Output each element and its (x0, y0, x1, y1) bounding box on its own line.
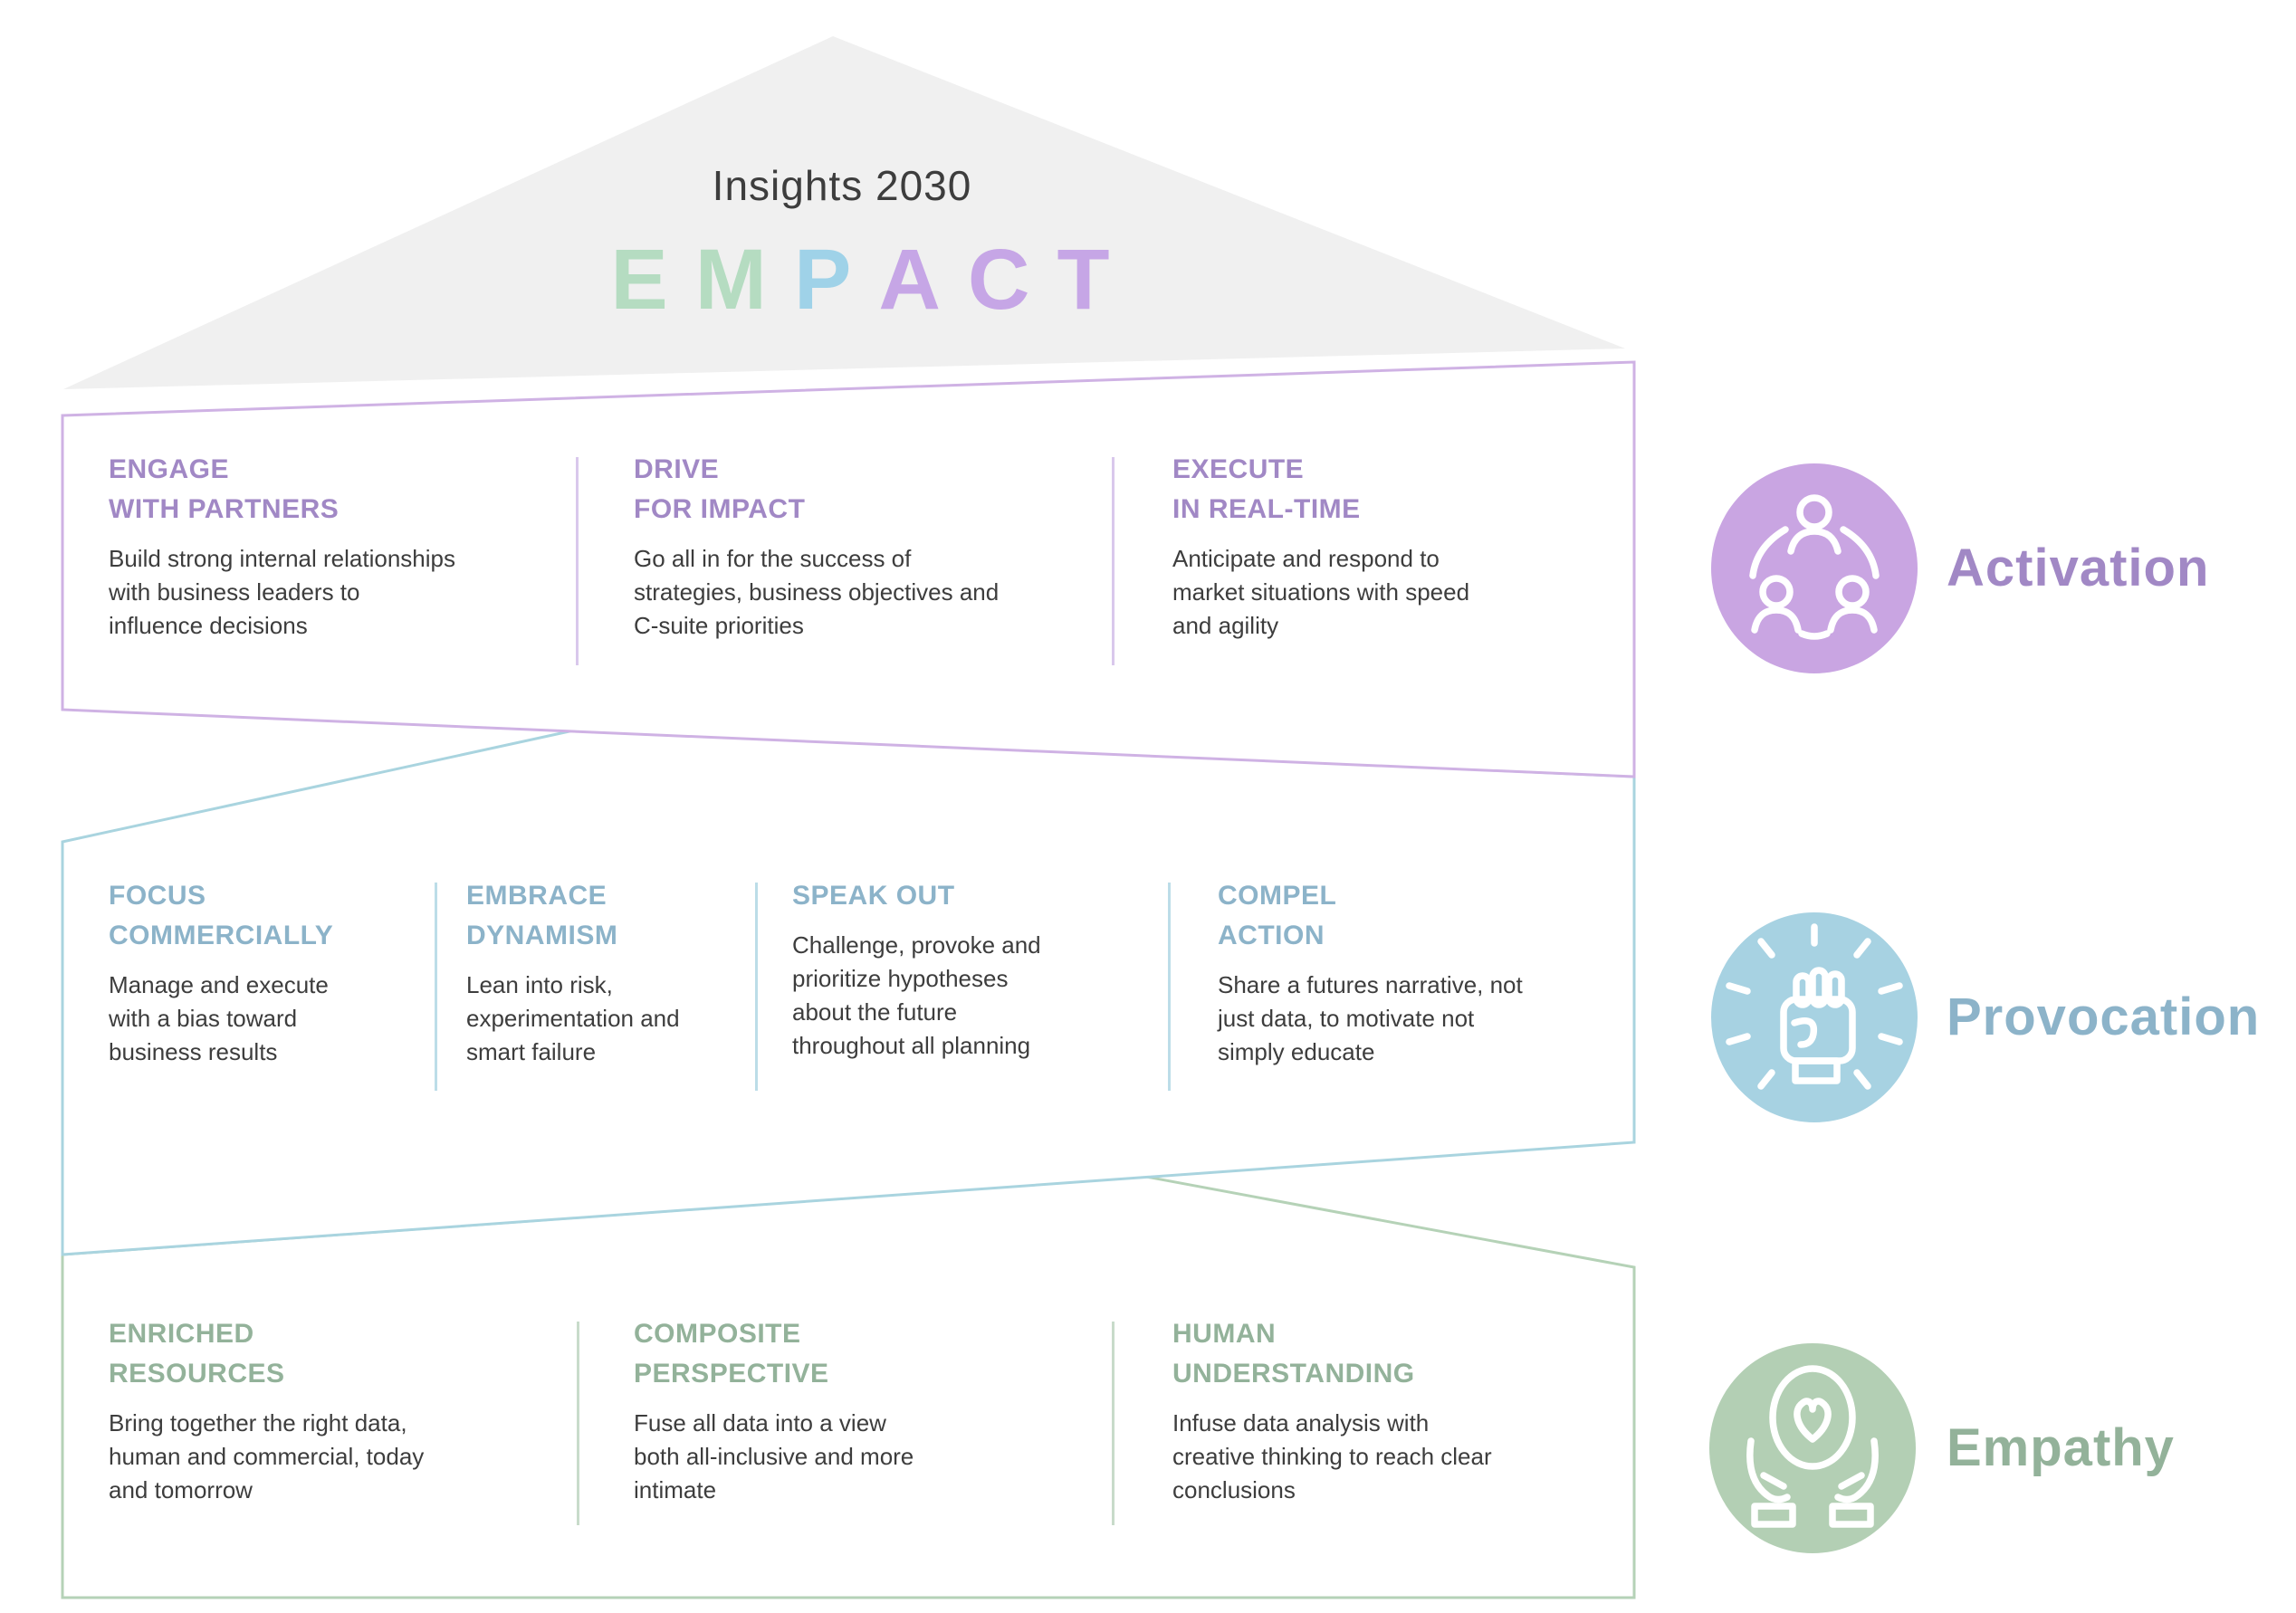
column-divider (1112, 457, 1115, 665)
column-heading: ENRICHED RESOURCES (109, 1319, 285, 1389)
column-heading: EXECUTE IN REAL-TIME (1172, 454, 1361, 524)
column-divider (755, 883, 758, 1091)
column-heading: FOCUS COMMERCIALLY (109, 881, 334, 950)
wordmark-letter: T (1057, 232, 1110, 328)
column-heading: SPEAK OUT (792, 881, 955, 911)
provocation-label: Provocation (1947, 988, 2261, 1046)
column-divider (1112, 1322, 1115, 1525)
wordmark-letter: A (878, 232, 941, 328)
activation-band-outline (61, 360, 1636, 778)
empathy-label: Empathy (1947, 1418, 2175, 1477)
column-heading: DRIVE FOR IMPACT (634, 454, 806, 524)
column-embrace-dynamism: EMBRACE DYNAMISM Lean into risk, experim… (466, 876, 774, 1069)
column-focus-commercially: FOCUS COMMERCIALLY Manage and execute wi… (109, 876, 426, 1069)
page-title: Insights 2030 (712, 162, 972, 209)
column-heading: HUMAN UNDERSTANDING (1172, 1319, 1415, 1389)
column-body: Infuse data analysis with creative think… (1172, 1409, 1492, 1503)
column-heading: EMBRACE DYNAMISM (466, 881, 618, 950)
column-human-understanding: HUMAN UNDERSTANDING Infuse data analysis… (1172, 1314, 1634, 1507)
column-body: Lean into risk, experimentation and smar… (466, 971, 680, 1065)
column-engage-with-partners: ENGAGE WITH PARTNERS Build strong intern… (109, 450, 543, 643)
column-divider (1168, 883, 1171, 1091)
column-heading: COMPOSITE PERSPECTIVE (634, 1319, 829, 1389)
column-body: Challenge, provoke and prioritize hypoth… (792, 931, 1041, 1059)
provocation-badge (1709, 912, 1919, 1122)
column-compel-action: COMPEL ACTION Share a futures narrative,… (1218, 876, 1639, 1069)
column-divider (577, 1322, 579, 1525)
column-heading: COMPEL ACTION (1218, 881, 1337, 950)
column-heading: ENGAGE WITH PARTNERS (109, 454, 340, 524)
activation-badge (1709, 463, 1919, 673)
wordmark-letter: E (610, 232, 668, 328)
wordmark-letter: M (694, 232, 767, 328)
column-composite-perspective: COMPOSITE PERSPECTIVE Fuse all data into… (634, 1314, 1073, 1507)
column-divider (435, 883, 437, 1091)
column-enriched-resources: ENRICHED RESOURCES Bring together the ri… (109, 1314, 570, 1507)
column-execute-in-real-time: EXECUTE IN REAL-TIME Anticipate and resp… (1172, 450, 1607, 643)
column-body: Share a futures narrative, not just data… (1218, 971, 1523, 1065)
activation-label: Activation (1947, 539, 2210, 597)
column-body: Build strong internal relationships with… (109, 545, 455, 639)
raised-fist-icon (1711, 912, 1918, 1122)
column-divider (576, 457, 579, 665)
provocation-band-outline (61, 728, 1636, 1256)
empathy-badge (1708, 1343, 1918, 1553)
column-drive-for-impact: DRIVE FOR IMPACT Go all in for the succe… (634, 450, 1091, 643)
column-body: Anticipate and respond to market situati… (1172, 545, 1470, 639)
column-body: Go all in for the success of strategies,… (634, 545, 1000, 639)
column-body: Fuse all data into a view both all-inclu… (634, 1409, 914, 1503)
people-network-icon (1711, 463, 1918, 673)
column-body: Bring together the right data, human and… (109, 1409, 425, 1503)
column-speak-out: SPEAK OUT Challenge, provoke and priorit… (792, 876, 1172, 1063)
wordmark-letter: C (967, 232, 1030, 328)
column-body: Manage and execute with a bias toward bu… (109, 971, 329, 1065)
hands-heart-icon (1709, 1343, 1916, 1553)
roof-triangle (63, 36, 1625, 389)
empact-wordmark: E M P A C T (588, 237, 1132, 323)
wordmark-letter: P (793, 232, 852, 328)
